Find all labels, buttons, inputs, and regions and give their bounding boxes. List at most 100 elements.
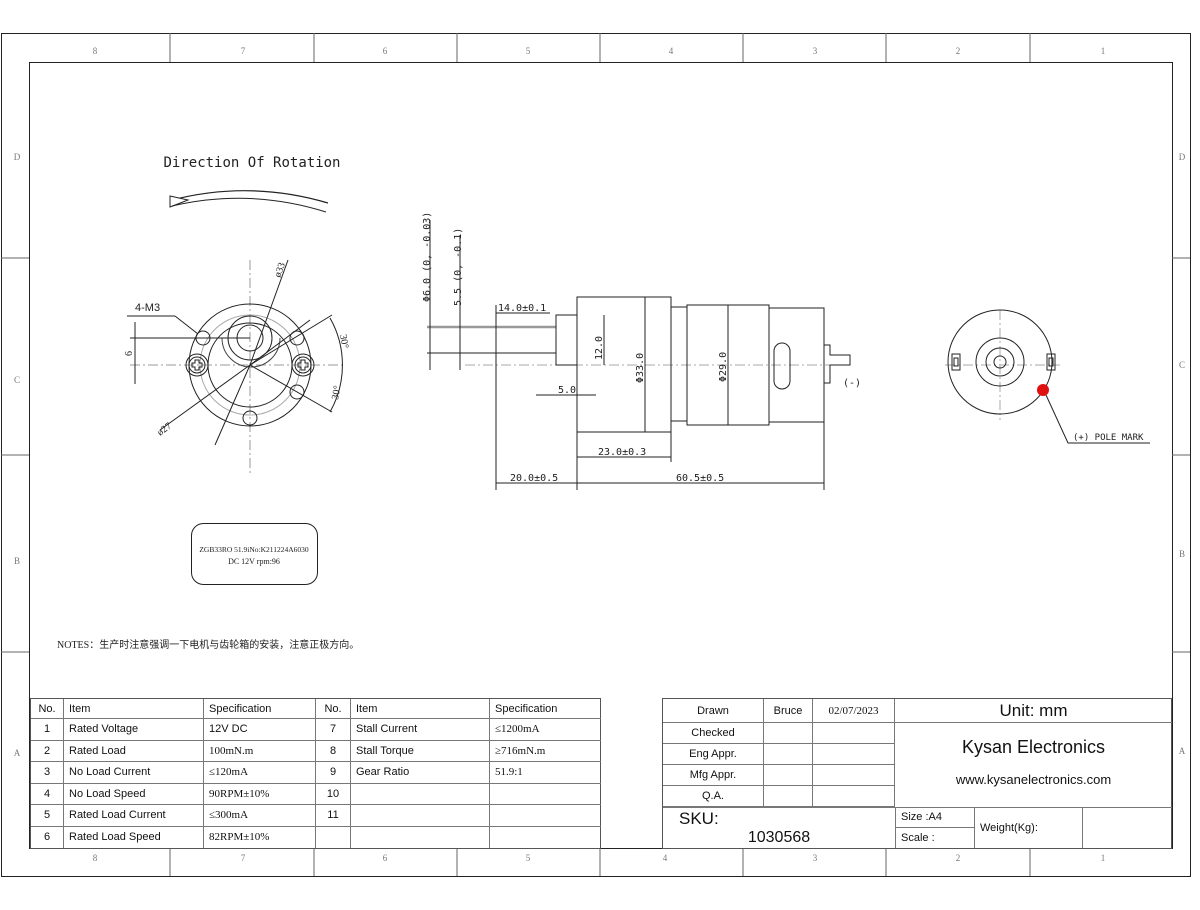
zone-number: 6 xyxy=(383,853,388,863)
spec-cell-spec1: 90RPM±10% xyxy=(204,783,316,805)
spec-cell-no2: 11 xyxy=(316,805,351,827)
spec-cell-item1: No Load Speed xyxy=(64,783,204,805)
pole-mark-label: (+) POLE MARK xyxy=(1073,433,1144,443)
size-label: Size :A4 xyxy=(895,807,975,828)
zone-number: 4 xyxy=(663,853,668,863)
dim-gearbox-dia: Φ33.0 xyxy=(635,353,646,383)
rear-view xyxy=(945,309,1150,444)
spec-cell-item2 xyxy=(351,783,490,805)
zone-number: 5 xyxy=(526,46,531,56)
screw-icon xyxy=(291,353,315,377)
zone-letter: A xyxy=(1179,746,1186,756)
title-block: Drawn Bruce 02/07/2023 Checked Eng Appr.… xyxy=(662,698,1172,849)
zone-number: 3 xyxy=(813,853,818,863)
eng-appr-label: Eng Appr. xyxy=(663,744,764,765)
notes: NOTES：生产时注意强调一下电机与齿轮箱的安装，注意正极方向。 xyxy=(57,638,359,651)
checked-by xyxy=(764,723,813,744)
spec-cell-item2: Stall Current xyxy=(351,719,490,741)
checked-date xyxy=(813,723,895,744)
angle-top: 30° xyxy=(337,334,350,350)
zone-letter: D xyxy=(1179,152,1186,162)
spec-cell-no2 xyxy=(316,826,351,848)
zone-number: 7 xyxy=(241,853,246,863)
spec-cell-item2 xyxy=(351,826,490,848)
zone-number: 8 xyxy=(93,853,98,863)
spec-cell-item1: No Load Current xyxy=(64,762,204,784)
spec-cell-no1: 3 xyxy=(31,762,64,784)
zone-ticks xyxy=(1,33,1190,876)
mfg-appr-by xyxy=(764,765,813,786)
spec-header: Item xyxy=(351,699,490,719)
zone-letter: D xyxy=(14,152,21,162)
negative-terminal-label: (-) xyxy=(843,378,861,389)
spec-cell-item1: Rated Load Current xyxy=(64,805,204,827)
drawn-by: Bruce xyxy=(764,699,813,723)
spec-cell-item1: Rated Load xyxy=(64,740,204,762)
zone-number: 3 xyxy=(813,46,818,56)
zone-number: 1 xyxy=(1101,853,1106,863)
spec-cell-no1: 6 xyxy=(31,826,64,848)
spec-cell-spec1: ≤300mA xyxy=(204,805,316,827)
dim-flat-length: 14.0±0.1 xyxy=(498,303,546,314)
mfg-appr-label: Mfg Appr. xyxy=(663,765,764,786)
spec-cell-no1: 1 xyxy=(31,719,64,741)
rotation-title: Direction Of Rotation xyxy=(163,155,340,171)
sku-value: 1030568 xyxy=(747,828,811,846)
mfg-appr-date xyxy=(813,765,895,786)
zone-number: 4 xyxy=(669,46,674,56)
angle-bottom: 30° xyxy=(330,385,343,401)
spec-cell-spec2: ≥716mN.m xyxy=(490,741,601,762)
zone-number: 2 xyxy=(956,46,961,56)
eng-appr-by xyxy=(764,744,813,765)
spec-cell-no2: 8 xyxy=(316,740,351,762)
qa-by xyxy=(764,786,813,807)
spec-cell-spec1: 12V DC xyxy=(204,719,316,741)
zone-number: 5 xyxy=(526,853,531,863)
zone-number: 6 xyxy=(383,46,388,56)
spec-cell-no1: 2 xyxy=(31,740,64,762)
weight-label: Weight(Kg): xyxy=(975,807,1083,848)
scale-label: Scale : xyxy=(895,828,975,848)
dim-body-length: 60.5±0.5 xyxy=(676,473,724,484)
spec-cell-no1: 4 xyxy=(31,783,64,805)
spec-cell-spec1: ≤120mA xyxy=(204,762,316,784)
dim-shaft-length: 20.0±0.5 xyxy=(510,473,558,484)
spec-cell-item1: Rated Voltage xyxy=(64,719,204,741)
spec-header: No. xyxy=(31,699,64,719)
dim-flat: 5.5 (0, -0.1) xyxy=(453,228,464,306)
spec-cell-spec1: 100mN.m xyxy=(204,740,316,762)
unit-label: Unit: mm xyxy=(895,699,1172,723)
spec-cell-item2: Gear Ratio xyxy=(351,762,490,784)
zone-number: 7 xyxy=(241,46,246,56)
side-view xyxy=(427,220,851,490)
dim-boss-length: 5.0 xyxy=(558,385,576,396)
spec-header: No. xyxy=(316,699,351,719)
spec-cell-item1: Rated Load Speed xyxy=(64,826,204,848)
zone-letter: C xyxy=(1179,360,1185,370)
eng-appr-date xyxy=(813,744,895,765)
spec-cell-no2: 10 xyxy=(316,783,351,805)
spec-cell-spec1: 82RPM±10% xyxy=(204,826,316,848)
spec-cell-spec2 xyxy=(490,827,601,849)
spec-cell-spec2: 51.9:1 xyxy=(490,762,601,784)
pole-mark-dot xyxy=(1037,384,1049,396)
dim-d27: ø27 xyxy=(155,421,174,439)
front-view xyxy=(127,259,345,475)
spec-cell-no2: 7 xyxy=(316,719,351,741)
label-plate-line1: ZGB33RO 51.9iNo:K211224A6030 xyxy=(199,545,309,554)
zone-letter: B xyxy=(14,556,20,566)
zone-letter: B xyxy=(1179,549,1185,559)
spec-cell-no2: 9 xyxy=(316,762,351,784)
dim-boss-height: 12.0 xyxy=(594,336,605,360)
screw-icon xyxy=(185,353,209,377)
dim-d33: ø33 xyxy=(272,261,287,279)
spec-header: Specification xyxy=(490,699,601,719)
qa-date xyxy=(813,786,895,807)
spec-cell-spec2 xyxy=(490,784,601,805)
checked-label: Checked xyxy=(663,723,764,744)
label-plate-line2: DC 12V rpm:96 xyxy=(228,557,280,566)
spec-cell-item2 xyxy=(351,805,490,827)
spec-header: Specification xyxy=(204,699,316,719)
